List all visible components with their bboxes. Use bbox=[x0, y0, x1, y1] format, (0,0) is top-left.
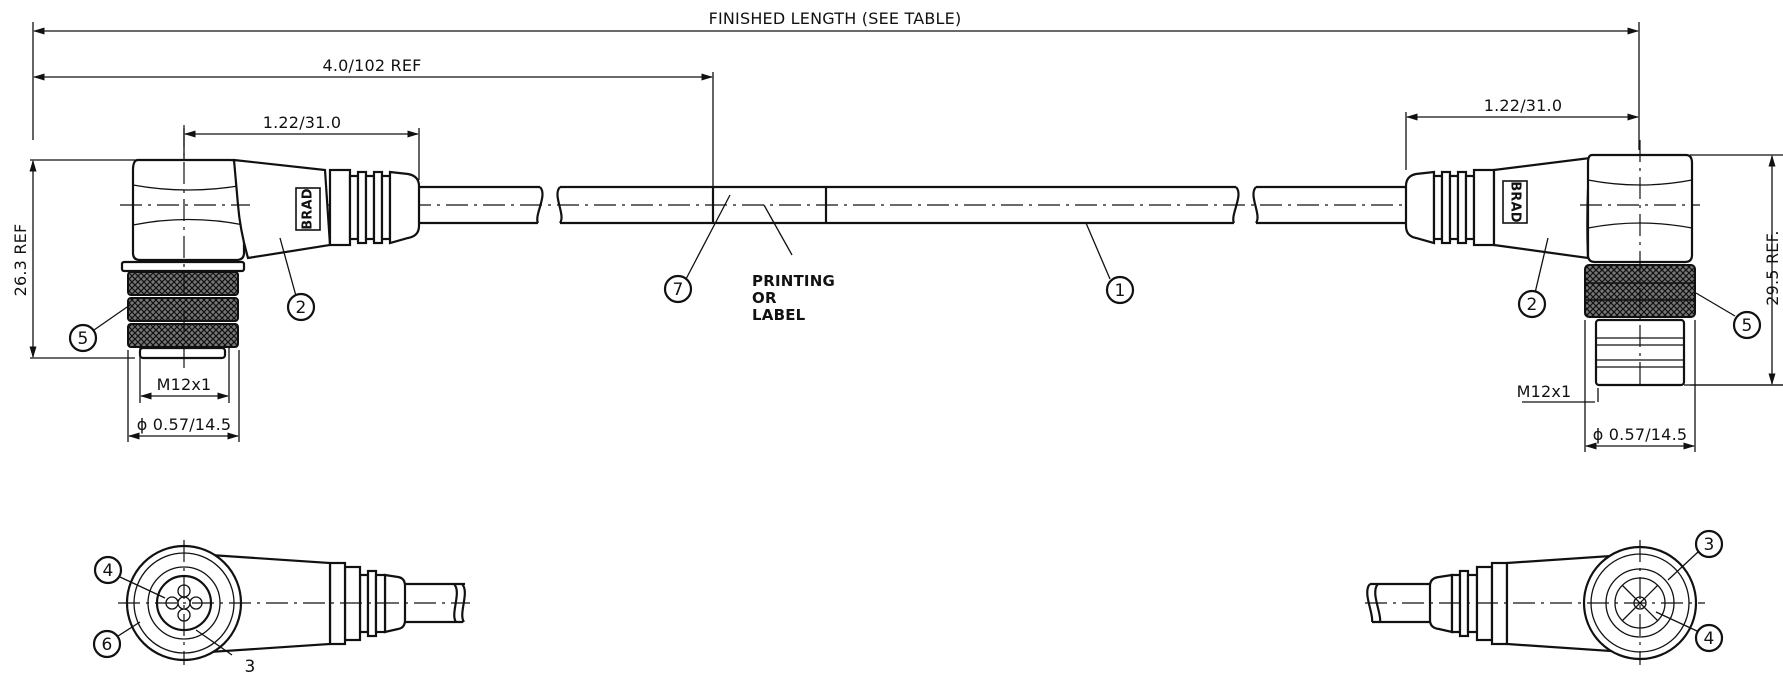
callout-front-right-insert: 3 bbox=[1667, 529, 1724, 581]
callout-front-left-contact: 4 bbox=[93, 555, 166, 599]
callout-front-left-insert: 3 bbox=[195, 629, 255, 674]
balloon-right-body: 2 bbox=[1526, 295, 1537, 315]
balloon-front-left-contact: 4 bbox=[102, 561, 113, 581]
finished-length-label: FINISHED LENGTH (SEE TABLE) bbox=[709, 9, 962, 28]
dimension-finished-length: FINISHED LENGTH (SEE TABLE) bbox=[32, 9, 1640, 150]
dimension-left-height: 26.3 REF bbox=[11, 159, 140, 359]
callout-cable: 1 bbox=[1085, 222, 1135, 305]
dimension-right-height: 29.5 REF. bbox=[1690, 154, 1783, 386]
balloon-right-nut: 5 bbox=[1741, 316, 1752, 336]
callout-left-body: 2 bbox=[279, 237, 316, 322]
balloon-left-nut: 5 bbox=[77, 329, 88, 349]
right-front-view bbox=[1365, 540, 1705, 665]
dimension-ref-left: 4.0/102 REF bbox=[32, 56, 714, 190]
balloon-front-left-insert: 3 bbox=[244, 657, 255, 674]
balloon-front-right-contact: 4 bbox=[1703, 629, 1714, 649]
right-brand-logo: BRAD bbox=[1508, 181, 1523, 223]
right-body-length-label: 1.22/31.0 bbox=[1484, 96, 1562, 115]
printing-or-label-note: PRINTING OR LABEL bbox=[752, 204, 835, 324]
right-height-label: 29.5 REF. bbox=[1763, 230, 1782, 305]
balloon-cable: 1 bbox=[1114, 281, 1125, 301]
left-connector: BRAD bbox=[120, 125, 421, 368]
left-body-length-label: 1.22/31.0 bbox=[263, 113, 341, 132]
left-diameter-label: ϕ 0.57/14.5 bbox=[137, 415, 231, 434]
left-brand-logo: BRAD bbox=[301, 188, 316, 230]
callout-left-nut: 5 bbox=[68, 304, 131, 353]
callout-front-left-seal: 6 bbox=[92, 621, 141, 659]
right-diameter-dimension: ϕ 0.57/14.5 bbox=[1584, 320, 1696, 452]
left-thread-dimension: M12x1 bbox=[139, 348, 230, 403]
left-diameter-dimension: ϕ 0.57/14.5 bbox=[127, 350, 240, 442]
left-front-view bbox=[118, 540, 470, 665]
left-height-label: 26.3 REF bbox=[11, 224, 30, 297]
right-diameter-label: ϕ 0.57/14.5 bbox=[1593, 425, 1687, 444]
printing-line-3: LABEL bbox=[752, 306, 806, 324]
dimension-right-body: 1.22/31.0 bbox=[1405, 96, 1640, 170]
right-thread-label: M12x1 bbox=[1517, 382, 1572, 401]
right-thread-dimension: M12x1 bbox=[1517, 382, 1783, 403]
ref-left-label: 4.0/102 REF bbox=[322, 56, 421, 75]
balloon-left-body: 2 bbox=[295, 298, 306, 318]
balloon-front-left-seal: 6 bbox=[101, 635, 112, 655]
balloon-label-item: 7 bbox=[672, 280, 683, 300]
callout-front-right-contact: 4 bbox=[1655, 611, 1724, 653]
callout-right-body: 2 bbox=[1517, 237, 1549, 319]
left-thread-label: M12x1 bbox=[157, 375, 212, 394]
balloon-front-right-insert: 3 bbox=[1703, 535, 1714, 555]
right-connector: BRAD bbox=[1404, 140, 1700, 390]
printing-line-2: OR bbox=[752, 289, 777, 307]
callout-label-item: 7 bbox=[663, 194, 731, 304]
callout-right-nut: 5 bbox=[1695, 292, 1762, 340]
printing-line-1: PRINTING bbox=[752, 272, 835, 290]
dimension-left-body: 1.22/31.0 bbox=[183, 113, 420, 180]
